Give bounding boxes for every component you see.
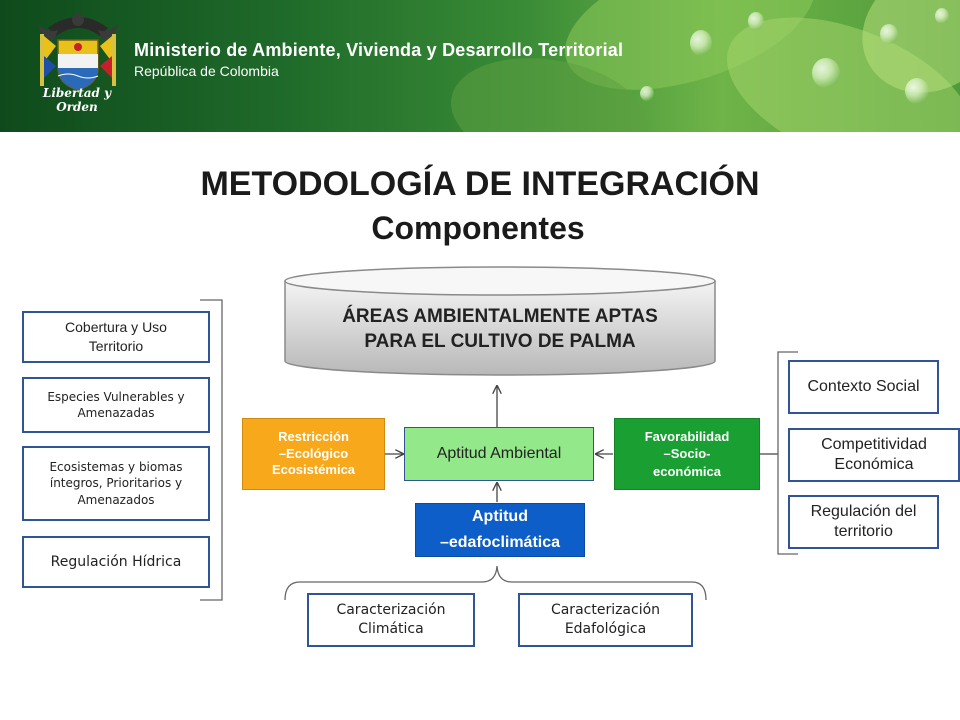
favorabilidad-box: Favorabilidad –Socio- económica bbox=[614, 418, 760, 490]
input-regulacion-territorio: Regulación del territorio bbox=[788, 495, 939, 549]
bottom-brace bbox=[284, 565, 707, 601]
input-cobertura-line-1: Cobertura y Uso bbox=[65, 319, 167, 336]
aptitud-edafo-line-2: –edafoclimática bbox=[439, 534, 561, 551]
input-competitividad-line-1: Competitividad bbox=[821, 436, 927, 453]
input-climatica-line-1: Caracterización bbox=[336, 602, 446, 619]
input-especies-line-1: Especies Vulnerables y bbox=[47, 389, 185, 404]
result-label: ÁREAS AMBIENTALMENTE APTAS PARA EL CULTI… bbox=[285, 298, 715, 362]
water-drop bbox=[640, 86, 654, 101]
slide-subtitle: Componentes bbox=[371, 210, 585, 246]
favorabilidad-line-1: Favorabilidad bbox=[644, 428, 730, 444]
restriccion-line-1: Restricción bbox=[278, 428, 349, 444]
aptitud-ambiental-box: Aptitud Ambiental bbox=[404, 427, 594, 481]
aptitud-edafo-line-1: Aptitud bbox=[472, 508, 528, 526]
aptitud-ambiental-label: Aptitud Ambiental bbox=[436, 445, 562, 462]
input-contexto-social-label: Contexto Social bbox=[807, 378, 920, 396]
input-edafologica-line-1: Caracterización bbox=[550, 602, 661, 619]
water-drop bbox=[748, 12, 764, 30]
left-brace bbox=[200, 299, 223, 601]
input-regulacion-hidrica-label: Regulación Hídrica bbox=[50, 553, 182, 570]
input-especies: Especies Vulnerables y Amenazadas bbox=[22, 377, 210, 433]
input-ecosistemas-line-2: íntegros, Prioritarios y bbox=[49, 476, 183, 491]
restriccion-box: Restricción –Ecológico Ecosistémica bbox=[242, 418, 385, 490]
input-caracterizacion-edafologica: Caracterización Edafológica bbox=[518, 593, 693, 647]
input-caracterizacion-climatica: Caracterización Climática bbox=[307, 593, 475, 647]
input-regulacion-territorio-line-1: Regulación del bbox=[810, 503, 917, 520]
result-line-1: ÁREAS AMBIENTALMENTE APTAS bbox=[342, 306, 658, 328]
input-competitividad: Competitividad Económica bbox=[788, 428, 960, 482]
slide-title: METODOLOGÍA DE INTEGRACIÓN bbox=[200, 165, 760, 203]
water-drop bbox=[690, 30, 712, 56]
water-drop bbox=[935, 8, 949, 24]
input-edafologica-line-2: Edafológica bbox=[564, 621, 647, 637]
water-drop bbox=[812, 58, 840, 88]
water-drop bbox=[880, 24, 898, 44]
result-cylinder bbox=[284, 266, 716, 376]
aptitud-edafoclimatica-box: Aptitud –edafoclimática bbox=[415, 503, 585, 557]
input-contexto-social: Contexto Social bbox=[788, 360, 939, 414]
ministry-name: Ministerio de Ambiente, Vivienda y Desar… bbox=[134, 40, 624, 60]
header-banner: Libertad y Orden Ministerio de Ambiente,… bbox=[0, 0, 960, 132]
water-drop bbox=[905, 78, 929, 104]
favorabilidad-line-2: –Socio- bbox=[663, 446, 711, 462]
input-competitividad-line-2: Económica bbox=[834, 456, 914, 473]
restriccion-line-3: Ecosistémica bbox=[271, 462, 356, 478]
result-line-2: PARA EL CULTIVO DE PALMA bbox=[364, 331, 636, 352]
input-cobertura-line-2: Territorio bbox=[88, 338, 144, 354]
republic-name: República de Colombia bbox=[134, 63, 279, 79]
input-especies-line-2: Amenazadas bbox=[77, 406, 155, 420]
input-climatica-line-2: Climática bbox=[358, 621, 424, 637]
input-ecosistemas-line-3: Amenazados bbox=[77, 492, 155, 507]
input-ecosistemas-line-1: Ecosistemas y biomas bbox=[49, 460, 183, 475]
favorabilidad-line-3: económica bbox=[653, 463, 721, 479]
coat-of-arms-icon bbox=[38, 14, 118, 91]
restriccion-line-2: –Ecológico bbox=[278, 445, 349, 461]
input-regulacion-territorio-line-2: territorio bbox=[834, 523, 893, 540]
input-cobertura: Cobertura y Uso Territorio bbox=[22, 311, 210, 363]
seal-caption: Libertad y Orden bbox=[42, 86, 112, 114]
right-brace bbox=[777, 351, 798, 555]
input-ecosistemas: Ecosistemas y biomas íntegros, Prioritar… bbox=[22, 446, 210, 521]
input-regulacion-hidrica: Regulación Hídrica bbox=[22, 536, 210, 588]
